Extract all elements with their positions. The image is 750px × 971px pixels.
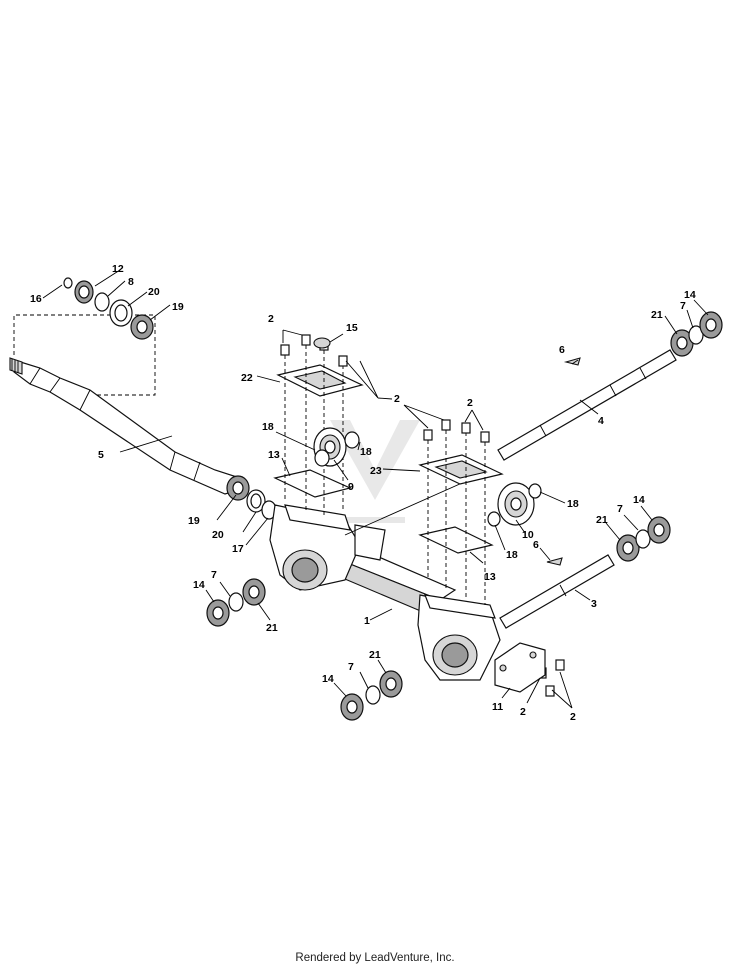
footer-credit: Rendered by LeadVenture, Inc. xyxy=(295,952,455,964)
callout-21-upper-right: 21 xyxy=(651,309,663,321)
callout-7-lower-right: 7 xyxy=(617,503,623,515)
callout-17: 17 xyxy=(232,543,244,555)
seal-14-bottom[interactable] xyxy=(340,693,364,721)
callout-labels: 12 8 20 19 16 5 19 20 17 2 15 22 2 2 18 … xyxy=(30,263,696,723)
ring-18-b[interactable] xyxy=(344,431,360,449)
leader-lines xyxy=(42,269,709,709)
callout-2-bottom-b: 2 xyxy=(570,711,576,723)
transaxle-housing[interactable] xyxy=(269,504,501,681)
callout-21-bottom: 21 xyxy=(369,649,381,661)
callout-20-upper: 20 xyxy=(148,286,160,298)
callout-19-lower: 19 xyxy=(188,515,200,527)
ring-7-left[interactable] xyxy=(228,592,244,612)
callout-2-top-left: 2 xyxy=(268,313,274,325)
callout-21-left: 21 xyxy=(266,622,278,634)
callout-9: 9 xyxy=(348,481,354,493)
callout-12: 12 xyxy=(112,263,124,275)
callout-14-lower-right: 14 xyxy=(633,494,645,506)
callout-18-b: 18 xyxy=(360,446,372,458)
ring-18-c[interactable] xyxy=(528,483,542,499)
cover-plate-22[interactable] xyxy=(276,364,364,397)
callout-22: 22 xyxy=(241,372,253,384)
cover-plate-23[interactable] xyxy=(418,454,504,485)
callout-4: 4 xyxy=(598,415,604,427)
callout-3: 3 xyxy=(591,598,597,610)
callout-2-top-right: 2 xyxy=(467,397,473,409)
callout-15: 15 xyxy=(346,322,358,334)
bearing-21-left[interactable] xyxy=(242,578,266,606)
ring-7-bottom[interactable] xyxy=(365,685,381,705)
callout-13-left: 13 xyxy=(268,449,280,461)
seal-14-lower-right[interactable] xyxy=(647,516,671,544)
callout-18-c: 18 xyxy=(567,498,579,510)
callout-14-upper-right: 14 xyxy=(684,289,696,301)
callout-23: 23 xyxy=(370,465,382,477)
callout-7-bottom: 7 xyxy=(348,661,354,673)
callout-20-lower: 20 xyxy=(212,529,224,541)
callout-2-center: 2 xyxy=(394,393,400,405)
key-6-upper[interactable] xyxy=(563,357,581,366)
callout-14-left: 14 xyxy=(193,579,205,591)
callout-1: 1 xyxy=(364,615,370,627)
callout-10: 10 xyxy=(522,529,534,541)
ring-7-lower-right[interactable] xyxy=(635,529,651,549)
callout-21-lower-right: 21 xyxy=(596,514,608,526)
axle-shaft-left[interactable] xyxy=(9,357,246,495)
ring-7-upper-right[interactable] xyxy=(688,325,704,345)
plug-15[interactable] xyxy=(313,337,331,349)
side-cover-11[interactable] xyxy=(494,642,546,693)
bearing-cup-20-lower[interactable] xyxy=(246,489,266,513)
callout-7-upper-right: 7 xyxy=(680,300,686,312)
callout-7-left: 7 xyxy=(211,569,217,581)
callout-18-a: 18 xyxy=(262,421,274,433)
bearing-cone-19-upper[interactable] xyxy=(130,314,154,340)
housing-diagonal-line xyxy=(344,474,481,536)
seal-14-left[interactable] xyxy=(206,599,230,627)
seal-14-upper-right[interactable] xyxy=(699,311,723,339)
bearing-cup-20-upper[interactable] xyxy=(109,299,133,327)
callout-8: 8 xyxy=(128,276,134,288)
ring-18-a[interactable] xyxy=(314,449,330,467)
bearing-10[interactable] xyxy=(497,482,535,526)
bearing-21-bottom[interactable] xyxy=(379,670,403,698)
ring-18-d[interactable] xyxy=(487,511,501,527)
gasket-13-right[interactable] xyxy=(418,526,494,554)
callout-11: 11 xyxy=(492,701,503,713)
callout-6-upper: 6 xyxy=(559,344,565,356)
callout-19-upper: 19 xyxy=(172,301,184,313)
callout-13-right: 13 xyxy=(484,571,496,583)
seal-12[interactable] xyxy=(74,280,94,304)
o-ring-16[interactable] xyxy=(63,277,73,289)
callout-5: 5 xyxy=(98,449,104,461)
callout-18-d: 18 xyxy=(506,549,518,561)
shaft-alignment-bracket xyxy=(13,314,156,396)
callout-6-lower: 6 xyxy=(533,539,539,551)
callout-2-bottom-a: 2 xyxy=(520,706,526,718)
bearing-cone-19-lower[interactable] xyxy=(226,475,250,501)
key-6-lower[interactable] xyxy=(546,557,563,566)
alignment-lines xyxy=(284,345,486,605)
snap-ring-8[interactable] xyxy=(94,292,110,312)
bearing-21-lower-right[interactable] xyxy=(616,534,640,562)
shaft-3[interactable] xyxy=(499,554,615,629)
callout-16: 16 xyxy=(30,293,42,305)
gasket-13-left[interactable] xyxy=(273,469,352,498)
callout-14-bottom: 14 xyxy=(322,673,334,685)
